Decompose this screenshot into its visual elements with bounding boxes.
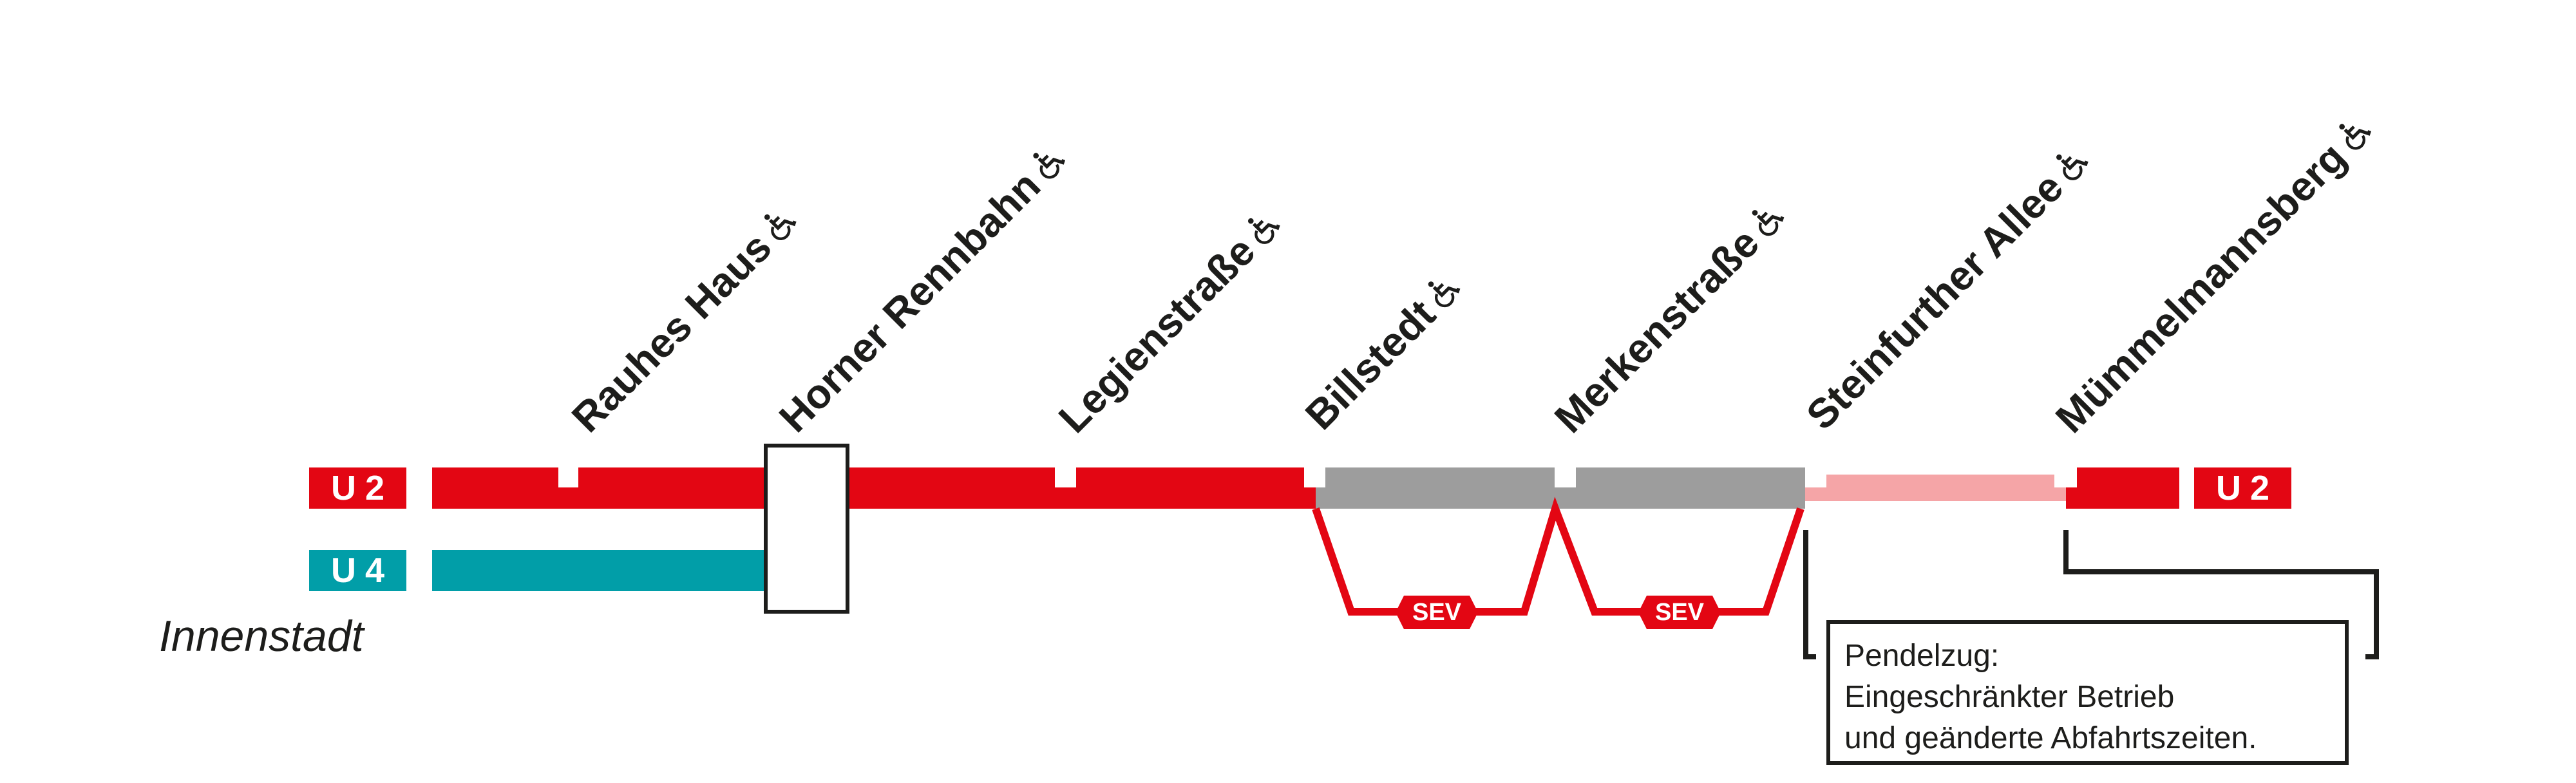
u2-track-segment xyxy=(432,467,766,509)
u4-line-badge: U4 xyxy=(309,550,406,591)
wheelchair-icon xyxy=(1033,153,1066,179)
notice-text-line: Eingeschränkter Betrieb xyxy=(1844,680,2175,714)
notice-title: Pendelzug: xyxy=(1844,639,2000,673)
wheelchair-icon xyxy=(2339,124,2371,150)
station-notch-muemmelmannsberg xyxy=(2066,467,2077,487)
sev-badge-shape xyxy=(1396,596,1478,629)
u2-track-segment xyxy=(2066,467,2179,509)
wheelchair-icon xyxy=(1752,209,1785,236)
sev-label: SEV xyxy=(1412,599,1462,626)
shuttle-notice-box: Pendelzug: Eingeschränkter Betrieb und g… xyxy=(1826,620,2349,765)
u2-line-badge: U2 xyxy=(309,467,406,509)
shuttle-section-track xyxy=(1826,475,2054,488)
u4-track-segment xyxy=(432,550,766,591)
sev-bus-route xyxy=(1312,496,1804,616)
station-notch-legienstrasse xyxy=(1055,467,1076,487)
sev-label: SEV xyxy=(1654,599,1705,626)
station-merkenstrasse: Merkenstraße xyxy=(1546,191,1796,442)
wheelchair-icon xyxy=(2056,154,2088,180)
wheelchair-icon xyxy=(1248,218,1280,244)
notice-text-line: und geänderte Abfahrtszeiten. xyxy=(1844,721,2257,755)
wheelchair-icon xyxy=(764,214,797,240)
station-notch-merkenstrasse xyxy=(1555,467,1576,487)
station-notch-billstedt xyxy=(1304,467,1325,487)
shuttle-section-track xyxy=(1805,487,2066,501)
station-muemmelmannsberg: Mümmelmannsberg xyxy=(2047,106,2383,442)
station-legienstrasse: Legienstraße xyxy=(1050,199,1293,442)
station-billstedt: Billstedt xyxy=(1296,263,1472,439)
station-rauhes-haus: Rauhes Haus xyxy=(563,195,809,441)
u2-line-badge-end: U2 xyxy=(2194,467,2291,509)
interchange-box-horner-rennbahn xyxy=(764,444,849,614)
station-notch-rauhes-haus xyxy=(558,467,578,487)
station-horner-rennbahn: Horner Rennbahn xyxy=(770,134,1077,441)
station-steinfurther-allee: Steinfurther Allee xyxy=(1797,136,2100,439)
u2-track-segment xyxy=(848,467,1316,509)
notice-bracket-right xyxy=(2063,530,2379,659)
notice-bracket-left xyxy=(1803,530,1816,659)
sev-badge-shape xyxy=(1638,596,1721,629)
wheelchair-icon xyxy=(1428,281,1461,307)
direction-label: Innenstadt xyxy=(159,612,364,661)
